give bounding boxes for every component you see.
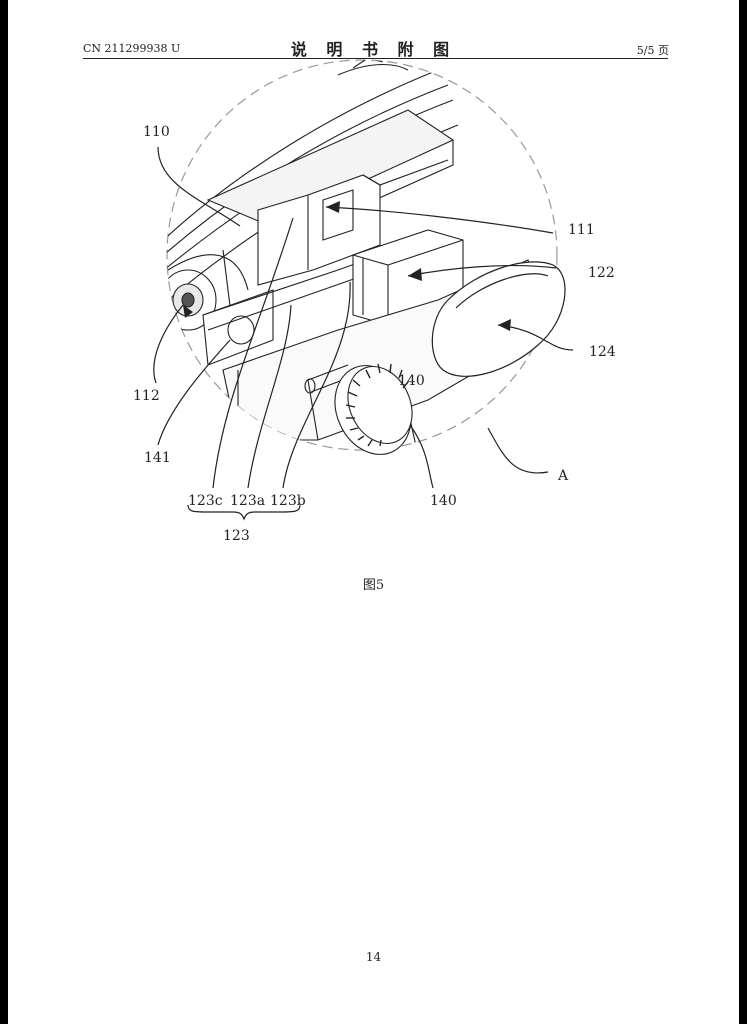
label-112: 112 <box>133 388 160 404</box>
label-123: 123 <box>223 528 250 544</box>
oval-cover-124 <box>431 261 566 377</box>
page-indicator: 5/5 页 <box>636 44 669 57</box>
label-122: 122 <box>588 265 615 281</box>
label-a: A <box>557 468 569 484</box>
label-140-upper: 140 <box>398 373 425 389</box>
header-rule <box>83 58 668 59</box>
dial-140 <box>334 363 413 455</box>
patent-number: CN 211299938 U <box>83 42 181 55</box>
page-number: 14 <box>365 950 382 964</box>
label-123c: 123c <box>188 493 223 509</box>
leader-lines <box>153 146 574 489</box>
label-141: 141 <box>144 450 171 466</box>
bracket-123 <box>187 504 301 521</box>
label-111: 111 <box>568 222 595 238</box>
figure-caption: 图5 <box>362 578 385 593</box>
label-140-lower: 140 <box>430 493 457 509</box>
label-124: 124 <box>589 344 616 360</box>
section-title: 说 明 书 附 图 <box>290 40 457 59</box>
arrowheads <box>183 201 511 331</box>
label-110: 110 <box>143 124 170 140</box>
label-123b: 123b <box>270 493 306 509</box>
detail-circle-a <box>166 59 558 451</box>
patent-drawing: 110 111 122 124 112 141 140 140 A 123c 1… <box>133 59 616 544</box>
label-123a: 123a <box>230 493 265 509</box>
document-page: CN 211299938 U 说 明 书 附 图 5/5 页 <box>8 0 739 1024</box>
